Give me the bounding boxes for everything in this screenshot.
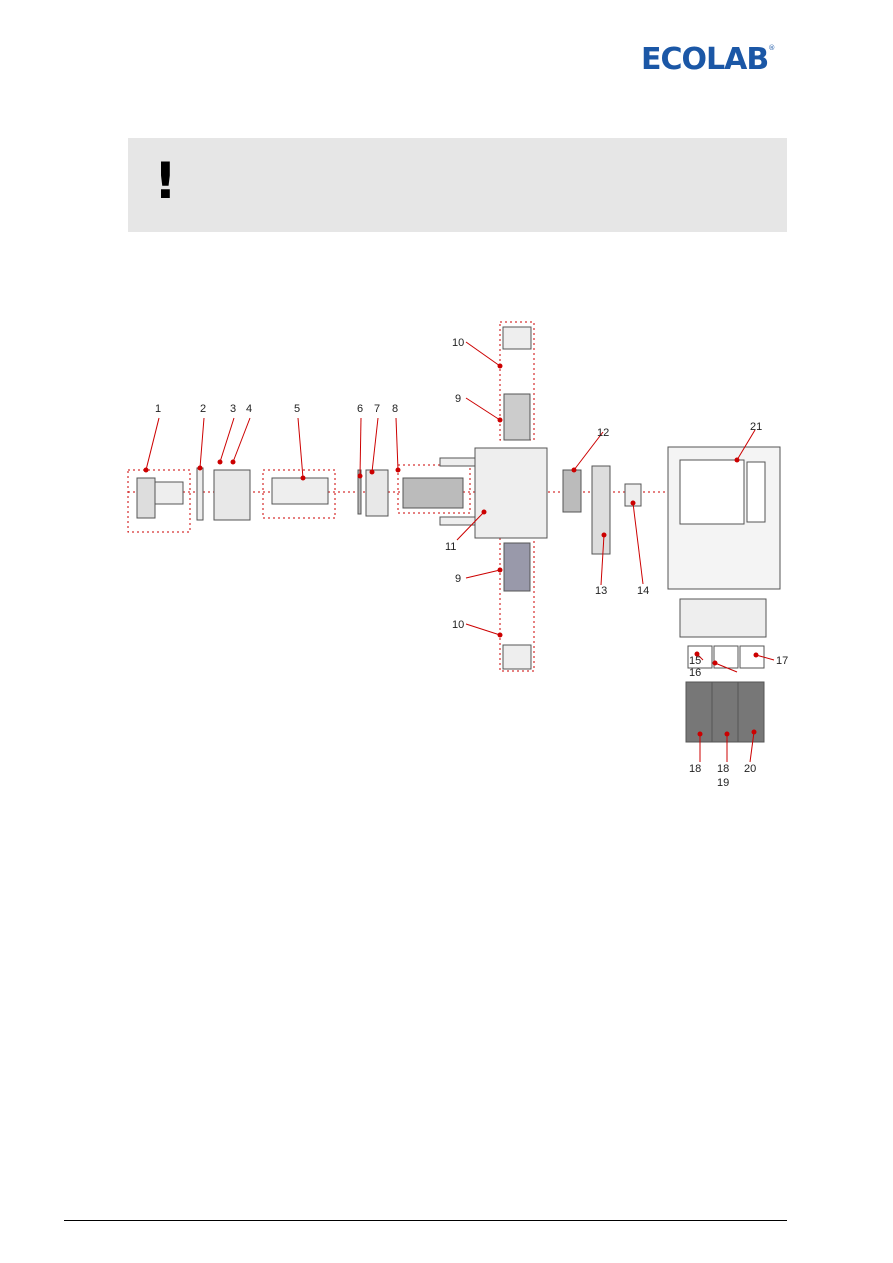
callout-20: 20 [744,763,756,775]
notice-box: ! [128,138,787,232]
callout-10-top: 10 [452,337,464,349]
callout-14: 14 [637,585,649,597]
callout-1: 1 [155,403,161,415]
callout-17: 17 [776,655,788,667]
callout-4: 4 [246,403,252,415]
footer-rule [64,1220,787,1221]
callout-3: 3 [230,403,236,415]
registered-mark: ® [768,44,775,52]
callout-8: 8 [392,403,398,415]
callout-9-top: 9 [455,393,461,405]
callout-21: 21 [750,421,762,433]
callout-15: 15 [689,655,701,667]
callout-9-bottom: 9 [455,573,461,585]
callout-18-left: 18 [689,763,701,775]
callout-13: 13 [595,585,607,597]
callout-7: 7 [374,403,380,415]
logo-text: ECOLAB [641,42,769,77]
exclamation-icon: ! [154,152,177,210]
callout-19: 19 [717,777,729,789]
callout-18-middle: 18 [717,763,729,775]
callout-12: 12 [597,427,609,439]
callout-10-bottom: 10 [452,619,464,631]
callout-5: 5 [294,403,300,415]
callout-11: 11 [445,541,456,553]
callout-2: 2 [200,403,206,415]
ecolab-logo: ECOLAB® [641,42,775,77]
callout-6: 6 [357,403,363,415]
callout-16: 16 [689,667,701,679]
